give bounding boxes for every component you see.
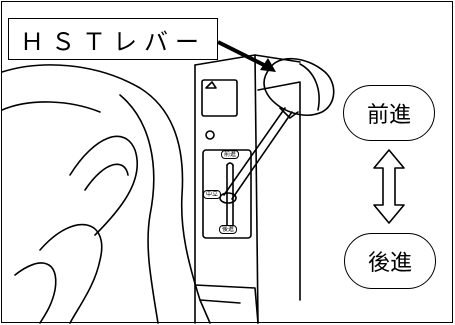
lever-grip bbox=[263, 57, 335, 116]
seat-back-curve bbox=[119, 94, 159, 324]
gate-label-reverse: 後進 bbox=[219, 225, 238, 234]
console-sticker bbox=[201, 79, 238, 117]
gate-label-forward: 前進 bbox=[221, 150, 240, 159]
leg-contour-1 bbox=[69, 135, 138, 236]
sticker-mark bbox=[205, 81, 217, 89]
seat-outline bbox=[1, 64, 211, 324]
lever-grip-joint bbox=[279, 107, 299, 119]
seat-inner-line bbox=[1, 101, 101, 113]
pedal-base bbox=[199, 299, 241, 304]
gate-label-neutral: 中立 bbox=[203, 190, 222, 199]
leg-contour-4 bbox=[14, 262, 57, 324]
leg-contour-3 bbox=[39, 223, 103, 324]
lower-bracket bbox=[194, 284, 259, 324]
callout-arrow bbox=[217, 40, 276, 72]
lever-grip-band bbox=[299, 63, 320, 111]
gate-slot-top bbox=[226, 162, 234, 166]
reverse-badge: 後進 bbox=[344, 233, 436, 289]
console-hole bbox=[205, 130, 215, 140]
lever-shaft bbox=[223, 107, 293, 200]
hst-lever-label: ＨＳＴレバー bbox=[8, 18, 218, 60]
leg-contour-2 bbox=[84, 163, 129, 191]
direction-arrow bbox=[373, 149, 405, 224]
lever-base bbox=[219, 192, 237, 204]
forward-badge: 前進 bbox=[343, 85, 435, 141]
console-side bbox=[257, 81, 301, 301]
console-right-edge bbox=[254, 54, 259, 324]
